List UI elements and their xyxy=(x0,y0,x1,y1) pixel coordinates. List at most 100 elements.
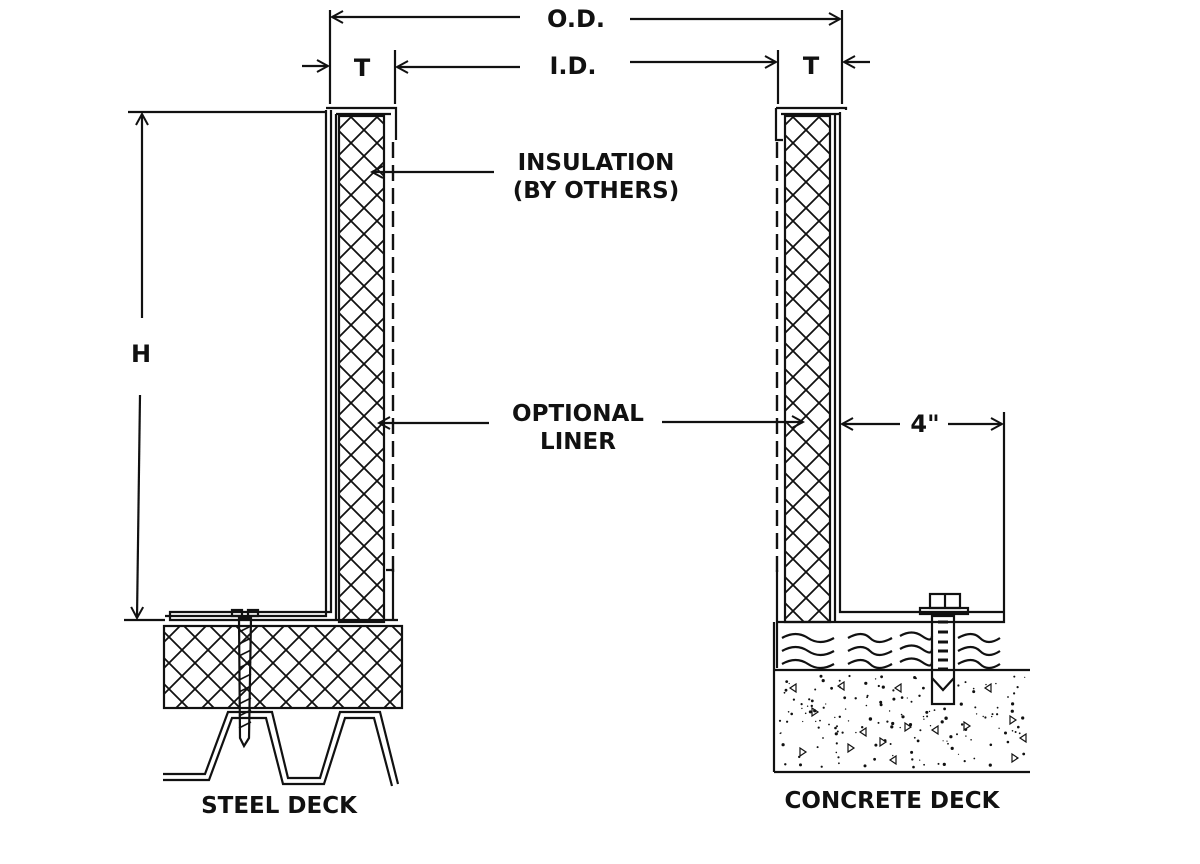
aggregate-dot xyxy=(799,763,802,767)
aggregate-dot xyxy=(880,675,883,679)
aggregate-dot xyxy=(866,694,869,697)
aggregate-dot xyxy=(814,688,817,691)
aggregate-dot xyxy=(926,715,929,718)
left-rigid-insulation-board xyxy=(162,624,404,710)
aggregate-dot xyxy=(995,682,997,685)
aggregate-dot xyxy=(991,715,993,718)
aggregate-dot xyxy=(819,674,823,678)
aggregate-dot xyxy=(984,716,987,719)
left-flange xyxy=(168,110,398,622)
aggregate-dot xyxy=(822,737,824,739)
aggregate-dot xyxy=(864,681,868,685)
aggregate-dot xyxy=(916,739,920,743)
aggregate-dot xyxy=(888,710,891,712)
concrete-slab xyxy=(774,668,1030,774)
aggregate-dot xyxy=(866,696,868,699)
insulation-label-line2: (BY OTHERS) xyxy=(513,178,679,204)
aggregate-dot xyxy=(788,682,790,685)
aggregate-stone xyxy=(788,682,797,694)
height-dimension: H xyxy=(124,110,326,622)
aggregate-dot xyxy=(874,743,878,747)
right-cap xyxy=(776,106,848,110)
aggregate-dot xyxy=(830,686,833,690)
right-insulation xyxy=(785,116,830,622)
right-wood-nailer xyxy=(772,622,1001,772)
aggregate-dot xyxy=(950,746,954,751)
aggregate-dot xyxy=(892,754,894,757)
aggregate-dot xyxy=(886,720,889,723)
aggregate-dot xyxy=(956,733,958,736)
aggregate-dot xyxy=(879,703,883,707)
aggregate-dot xyxy=(947,742,949,745)
aggregate-dot xyxy=(844,708,847,710)
aggregate-dot xyxy=(910,700,913,703)
aggregate-dot xyxy=(892,697,896,701)
aggregate-dot xyxy=(836,730,839,733)
aggregate-stone xyxy=(879,736,888,748)
aggregate-dot xyxy=(1022,752,1026,756)
aggregate-dot xyxy=(881,685,885,689)
t-label-left: T xyxy=(354,54,371,82)
left-curb-wall xyxy=(165,106,398,624)
aggregate-dot xyxy=(913,736,916,739)
steel-deck-caption: STEEL DECK xyxy=(201,793,358,819)
h-arrow-down xyxy=(137,394,140,618)
aggregate-dot xyxy=(919,729,922,732)
aggregate-dot xyxy=(974,706,977,709)
aggregate-dot xyxy=(1024,676,1026,678)
aggregate-dot xyxy=(781,743,785,747)
aggregate-dot xyxy=(802,720,804,723)
aggregate-stone xyxy=(930,724,939,736)
right-anchor-bolt xyxy=(918,592,970,706)
deck-line-outer xyxy=(163,710,400,785)
aggregate-dot xyxy=(928,710,931,713)
liner-callout: OPTIONAL LINER xyxy=(379,401,803,455)
aggregate-dot xyxy=(784,763,787,766)
aggregate-dot xyxy=(868,717,873,721)
aggregate-dot xyxy=(900,713,903,716)
aggregate-dot xyxy=(942,740,944,742)
aggregate-dot xyxy=(972,687,975,690)
aggregate-dot xyxy=(1021,716,1025,720)
aggregate-dot xyxy=(1014,731,1017,733)
aggregate-dot xyxy=(804,712,807,715)
aggregate-dot xyxy=(785,680,789,683)
aggregate-dot xyxy=(913,676,917,679)
aggregate-dot xyxy=(838,715,841,718)
aggregate-dot xyxy=(783,691,786,694)
right-flange xyxy=(776,612,1006,624)
bolt-washer xyxy=(918,606,970,616)
aggregate-dot xyxy=(941,720,943,722)
aggregate-dot xyxy=(989,743,993,747)
aggregate-dot xyxy=(996,713,999,716)
aggregate-stone xyxy=(799,746,808,758)
aggregate-dot xyxy=(838,762,840,765)
aggregate-dot xyxy=(787,711,790,713)
aggregate-dot xyxy=(946,740,948,742)
aggregate-dot xyxy=(810,704,813,708)
aggregate-dot xyxy=(877,684,880,688)
aggregate-dot xyxy=(828,723,830,726)
aggregate-dot xyxy=(922,715,925,718)
left-outer-skin xyxy=(165,110,328,618)
aggregate-dot xyxy=(900,696,904,699)
bolt-shank xyxy=(930,614,956,706)
aggregate-dot xyxy=(874,678,877,680)
aggregate-dot xyxy=(918,694,921,697)
aggregate-dot xyxy=(1017,725,1020,729)
aggregate-dot xyxy=(957,753,960,755)
aggregate-dot xyxy=(877,721,880,724)
aggregate-dot xyxy=(906,697,908,699)
aggregate-dot xyxy=(975,713,978,715)
insulation-label-line1: INSULATION xyxy=(518,150,675,176)
wood-grain xyxy=(781,631,1001,670)
aggregate-dot xyxy=(834,716,836,719)
aggregate-dot xyxy=(834,732,838,736)
deck-line-inner xyxy=(163,716,394,787)
aggregate-dot xyxy=(848,674,851,678)
aggregate-dot xyxy=(810,699,814,703)
aggregate-dot xyxy=(949,735,953,739)
aggregate-dot xyxy=(801,707,803,710)
aggregate-dot xyxy=(855,731,857,734)
